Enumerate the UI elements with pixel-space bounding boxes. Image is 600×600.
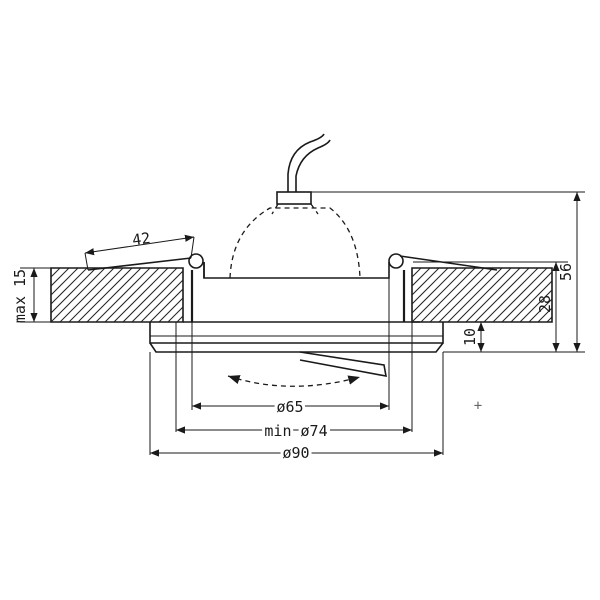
dim-74-label: min ø74 (264, 422, 327, 440)
hatch-line (51, 268, 88, 305)
hatch-line (51, 268, 70, 287)
hatch-line (186, 268, 240, 322)
hatch-line (140, 279, 183, 322)
hatch-line (412, 268, 449, 305)
plus-marker: + (474, 398, 482, 414)
dim-10: 10 (461, 322, 485, 352)
hatch-line (412, 268, 431, 287)
hatch-line (51, 268, 79, 296)
hatch-line (510, 280, 552, 322)
ceiling-panel-left (50, 267, 240, 323)
hatch-line (465, 268, 521, 322)
hatch-line (456, 268, 512, 322)
dim-90-label: ø90 (282, 444, 309, 462)
dim-56-label: 56 (557, 263, 575, 281)
ceiling-panel-right (411, 267, 553, 323)
hatch-line (528, 298, 552, 322)
spring-clip-right (388, 253, 498, 271)
swivel-arrow (227, 375, 361, 387)
hatch-line (519, 289, 552, 322)
hatch-line (483, 268, 539, 322)
dim-28-label: 28 (536, 295, 554, 313)
hatch-line (474, 268, 530, 322)
hatch-line (51, 268, 97, 314)
dim-28: 28 (536, 262, 560, 352)
hatch-line (438, 268, 494, 322)
hatch-line (131, 270, 183, 322)
dim-65-label: ø65 (276, 398, 303, 416)
extension-lines (20, 191, 585, 455)
dim-56: 56 (557, 192, 581, 352)
hatch-line (501, 271, 552, 322)
hatch-line (59, 268, 115, 322)
hatch-line (412, 268, 467, 322)
dim-74: min ø74 (176, 419, 412, 443)
dim-90: ø90 (150, 441, 443, 465)
dim-65: ø65 (192, 395, 389, 419)
hatch-line (77, 268, 133, 322)
hatch-line (537, 307, 552, 322)
hatch-line (149, 288, 183, 322)
tilt-reflector (299, 351, 387, 377)
hatch-line (68, 268, 124, 322)
dim-42: 42 (84, 229, 195, 271)
spring-clip-left (87, 253, 205, 278)
dim-42-label: 42 (131, 229, 151, 249)
hatch-line (412, 268, 458, 314)
hatch-line (447, 268, 503, 322)
hatch-line (104, 268, 160, 322)
hatch-line (86, 268, 142, 322)
dim-10-label: 10 (461, 328, 479, 346)
hatch-line (412, 268, 422, 278)
hatch-line (51, 268, 106, 322)
hatch-line (429, 268, 485, 322)
dim-max15: max 15 (11, 268, 38, 323)
hatch-line (95, 268, 151, 322)
hatch-line (412, 268, 440, 296)
fixture-housing (149, 262, 444, 353)
hatch-line (492, 268, 548, 322)
power-cable (287, 133, 331, 192)
hatch-line (420, 268, 476, 322)
hatch-line (113, 268, 169, 322)
lamp-outline (229, 191, 361, 279)
hatch-line (122, 268, 178, 322)
hatch-line (167, 306, 183, 322)
hatch-line (158, 297, 183, 322)
dim-max15-label: max 15 (11, 269, 29, 323)
